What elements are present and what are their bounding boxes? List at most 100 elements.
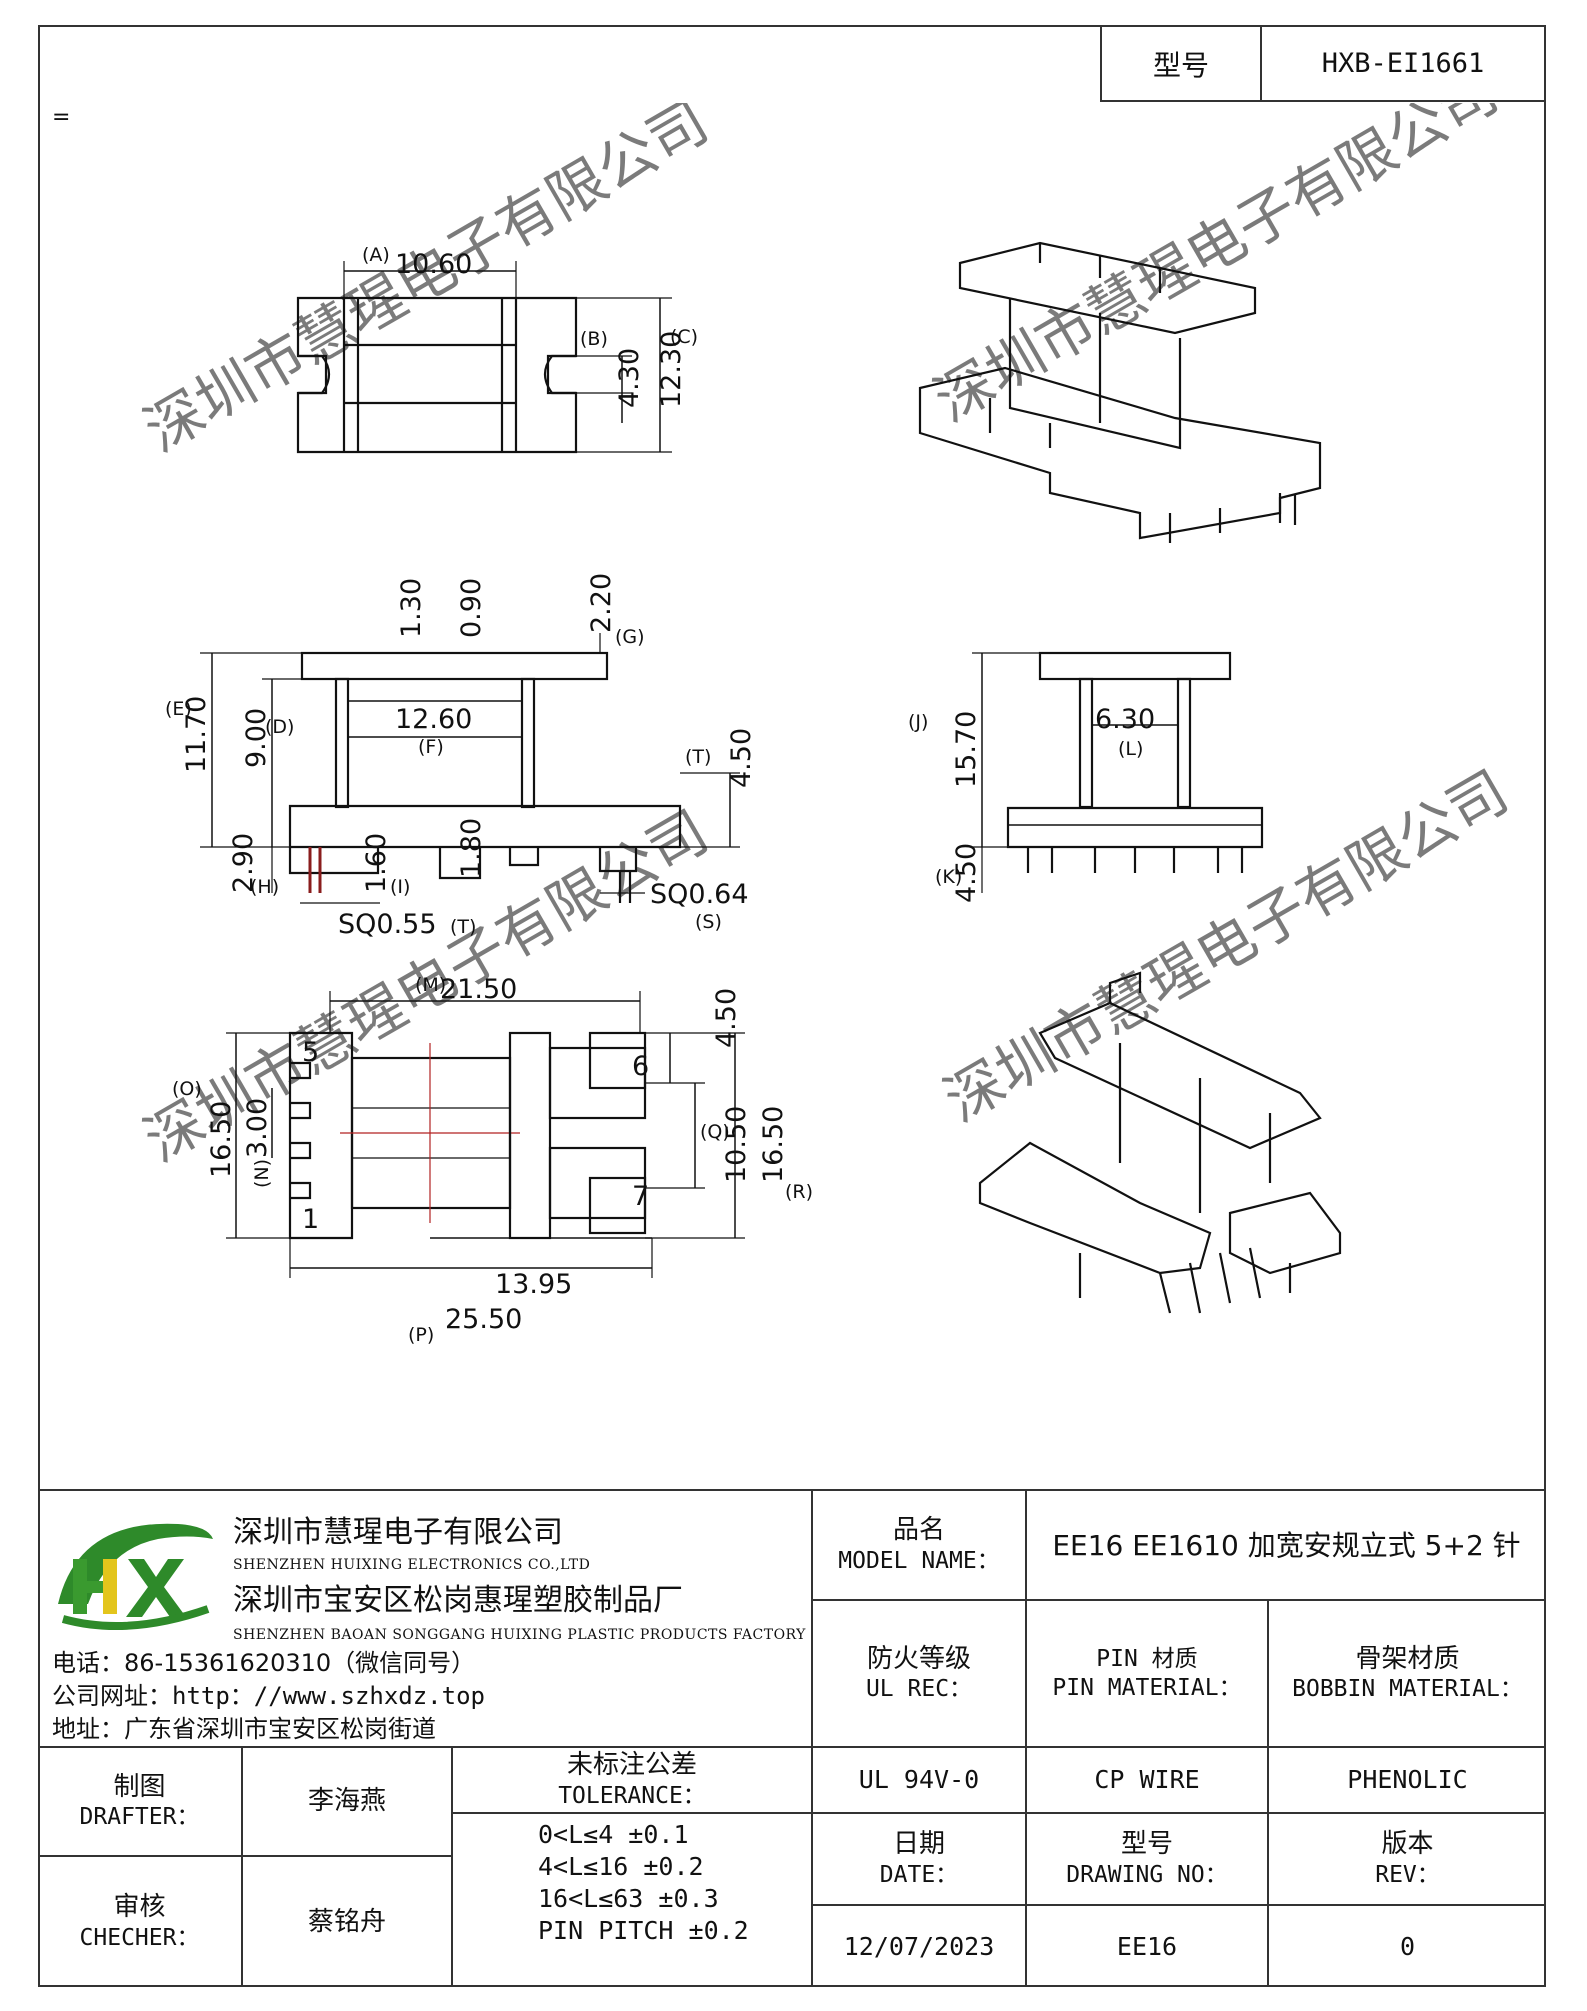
dim-e: 11.70 (181, 696, 212, 773)
label-m: (M) (415, 974, 446, 996)
bobbin-material-label: 骨架材质 BOBBIN MATERIAL： (1269, 1601, 1546, 1746)
model-name-value: EE16 EE1610 加宽安规立式 5+2 针 (1052, 1528, 1521, 1562)
dim-top2: 0.90 (456, 578, 487, 638)
dim-b: 4.30 (614, 348, 645, 408)
dim-top1: 1.30 (396, 578, 427, 638)
dim-t: 4.50 (726, 728, 757, 788)
tolerance-line: 4<L≤16 ±0.2 (538, 1852, 704, 1881)
date-label: 日期 DATE： (813, 1814, 1025, 1904)
date-en: DATE： (879, 1861, 959, 1888)
label-p: (P) (408, 1324, 434, 1346)
factory-name-en: SHENZHEN BAOAN SONGGANG HUIXING PLASTIC … (233, 1627, 806, 1643)
watermark-4: 深圳市慧瑆电子有限公司 (933, 757, 1520, 1135)
tolerance-line: 0<L≤4 ±0.1 (538, 1820, 689, 1849)
date-cn: 日期 (892, 1829, 945, 1860)
checker-value: 蔡铭舟 (307, 1906, 386, 1937)
label-o: (O) (172, 1078, 202, 1100)
model-name-en: MODEL NAME： (838, 1547, 1000, 1574)
model-name-label: 品名 MODEL NAME： (813, 1491, 1025, 1599)
label-f: (F) (418, 736, 444, 758)
dim-f: 12.60 (395, 704, 472, 735)
label-q: (Q) (700, 1121, 730, 1143)
label-k: (K) (935, 866, 962, 888)
pin-en: PIN MATERIAL： (1052, 1674, 1242, 1701)
dim-a: 10.60 (395, 249, 472, 280)
drafter-cn: 制图 (113, 1771, 166, 1802)
label-t2: (T) (450, 916, 476, 938)
dim-d: 9.00 (241, 708, 272, 768)
drawing-no-cn: 型号 (1120, 1829, 1173, 1860)
side-view (972, 651, 1264, 893)
pin-label-5: 5 (302, 1037, 319, 1068)
rev-cn: 版本 (1381, 1829, 1434, 1860)
drawing-frame (38, 25, 1546, 1987)
isometric-view-top (918, 241, 1322, 543)
label-g: (G) (615, 626, 645, 648)
label-t: (T) (685, 746, 711, 768)
rev-en: REV： (1375, 1861, 1440, 1888)
pin-label-7: 7 (632, 1181, 649, 1212)
address: 地址：广东省深圳市宝安区松岗街道 (52, 1715, 436, 1743)
rev-label: 版本 REV： (1269, 1814, 1546, 1904)
website-link[interactable]: http：//www.szhxdz.top (172, 1682, 485, 1710)
company-name-en: SHENZHEN HUIXING ELECTRONICS CO.,LTD (233, 1557, 591, 1573)
drafter-label: 制图 DRAFTER： (38, 1748, 241, 1855)
pin-cn: PIN 材质 (1096, 1645, 1198, 1672)
dim-q: 10.50 (721, 1106, 752, 1183)
dim-k: 4.50 (951, 843, 982, 903)
dim-j: 15.70 (951, 711, 982, 788)
tolerance-label: 未标注公差 TOLERANCE： (453, 1748, 811, 1812)
label-r: (R) (785, 1181, 813, 1203)
dim-sq1: SQ0.55 (338, 909, 437, 940)
isometric-view-bottom (978, 971, 1342, 1314)
rev-value: 0 (1399, 1931, 1416, 1961)
header-model-box: 型号 HXB-EI1661 (1100, 25, 1546, 102)
label-h: (H) (250, 876, 279, 898)
drawing-no-label: 型号 DRAWING NO： (1027, 1814, 1267, 1904)
dim-pin-h: 1.80 (456, 818, 487, 878)
drawing-no-value: EE16 (1116, 1931, 1178, 1961)
bottom-view (226, 991, 745, 1278)
watermark-1: 深圳市慧瑆电子有限公司 (133, 103, 720, 465)
dim-r: 16.50 (758, 1106, 789, 1183)
drafter-value: 李海燕 (307, 1786, 386, 1817)
label-j: (J) (908, 711, 928, 733)
model-name-cn: 品名 (892, 1515, 945, 1546)
pin-label-6: 6 (632, 1051, 649, 1082)
pin-label-1: 1 (302, 1204, 319, 1235)
pin-material-label: PIN 材质 PIN MATERIAL： (1027, 1601, 1267, 1746)
checker-label: 审核 CHECHER： (38, 1857, 241, 1987)
website-label: 公司网址： (52, 1682, 172, 1710)
dim-m: 21.50 (440, 974, 517, 1005)
corner-mark: = (52, 105, 71, 130)
label-d: (D) (265, 716, 294, 738)
label-i: (I) (390, 876, 410, 898)
title-block: 深圳市慧瑆电子有限公司 SHENZHEN HUIXING ELECTRONICS… (38, 1489, 1546, 1987)
technical-drawing: (A) 10.60 (B) (C) 4.30 12.30 1.30 0.90 2… (133, 103, 1520, 1346)
tolerance-line: PIN PITCH ±0.2 (538, 1916, 749, 1945)
tolerance-list: 0<L≤4 ±0.1 4<L≤16 ±0.2 16<L≤63 ±0.3 PIN … (538, 1819, 749, 1947)
website-line: 公司网址：http：//www.szhxdz.top (52, 1680, 485, 1713)
dim-right-top: 4.50 (711, 988, 742, 1048)
phone: 电话：86-15361620310（微信同号） (52, 1649, 476, 1677)
header-model-label: 型号 (1102, 27, 1262, 100)
dim-g: 2.20 (586, 573, 617, 633)
ul-en: UL REC： (865, 1676, 973, 1703)
label-n: (N) (251, 1159, 273, 1188)
company-logo (58, 1523, 213, 1631)
watermark-2: 深圳市慧瑆电子有限公司 (923, 103, 1510, 435)
label-b: (B) (580, 328, 608, 350)
date-value: 12/07/2023 (843, 1931, 995, 1961)
dim-o: 16.50 (206, 1101, 237, 1178)
bobbin-value: PHENOLIC (1347, 1765, 1468, 1795)
front-view (200, 633, 740, 904)
dim-sq2: SQ0.64 (650, 879, 749, 910)
label-s: (S) (695, 911, 722, 933)
tolerance-cn: 未标注公差 (566, 1750, 697, 1781)
dim-p: 25.50 (445, 1304, 522, 1335)
ul-value: UL 94V-0 (858, 1765, 980, 1795)
company-name-cn: 深圳市慧瑆电子有限公司 (233, 1515, 563, 1550)
top-view (296, 261, 672, 454)
dim-l: 6.30 (1095, 704, 1155, 735)
label-l: (L) (1118, 738, 1143, 760)
